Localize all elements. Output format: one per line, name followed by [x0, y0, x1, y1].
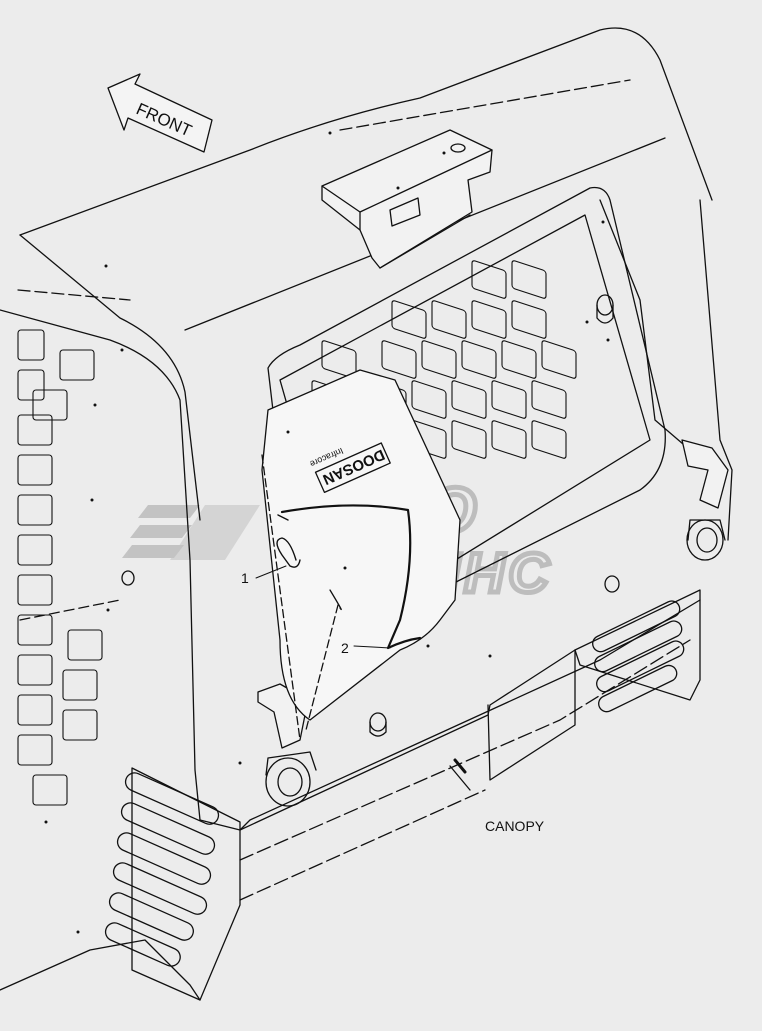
right-hinge [681, 439, 729, 561]
left-louvre-panel [104, 767, 241, 1001]
canopy-label: CANOPY [485, 818, 545, 834]
right-louvre-panel [574, 589, 701, 713]
canopy-body [0, 27, 733, 1001]
bushing [121, 294, 620, 737]
top-bracket [321, 129, 493, 269]
callout-1: 1 [241, 570, 249, 586]
part-1-hook [276, 514, 301, 568]
callout-2: 2 [341, 640, 349, 656]
canopy-pointer [449, 758, 471, 791]
watermark-logo [122, 505, 260, 560]
left-side-mesh [17, 329, 103, 806]
front-arrow-icon: FRONT [107, 73, 213, 153]
mounting-holes [44, 131, 610, 934]
leader-lines [255, 565, 391, 649]
manual-holder [261, 369, 461, 741]
part-2-strap [280, 504, 422, 650]
